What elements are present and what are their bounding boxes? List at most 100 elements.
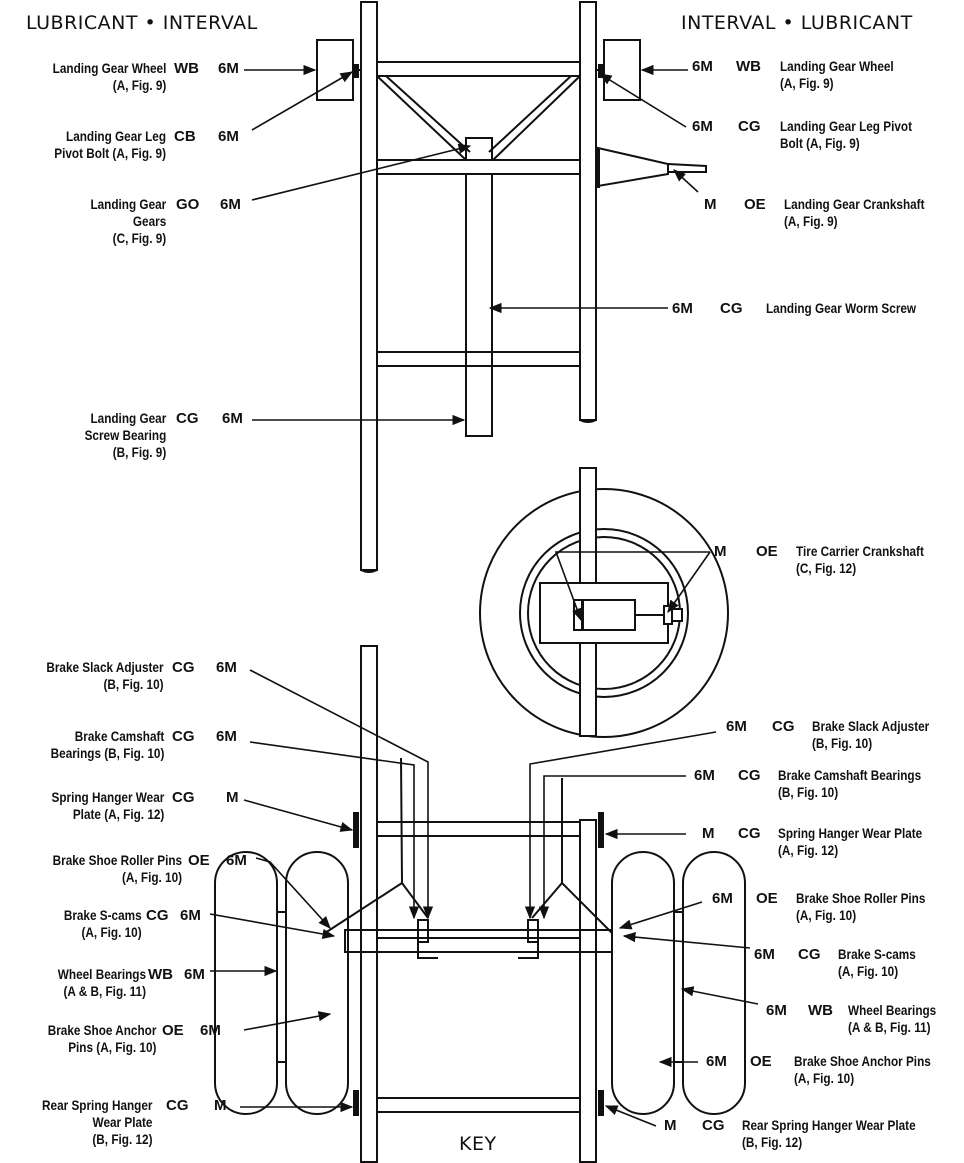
lubricant-code: CG (798, 946, 821, 963)
lubricant-code: WB (736, 58, 761, 75)
right-callout-brake-slack-adjuster: Brake Slack Adjuster (B, Fig. 10) (812, 718, 929, 752)
left-landing-gear-wheel (316, 39, 354, 101)
leader-left-anchor-pins (243, 1011, 332, 1031)
interval-code: 6M (706, 1053, 727, 1070)
right-callout-spring-hanger-wear-plate: Spring Hanger Wear Plate (A, Fig. 12) (778, 825, 922, 859)
callout-part-name: Screw Bearing (84, 427, 166, 443)
crankshaft-block (582, 599, 636, 631)
leader-left-slack-adjuster (249, 669, 434, 920)
lubricant-code: CG (172, 789, 195, 806)
callout-reference: (C, Fig. 9) (112, 230, 166, 246)
lower-left-frame-rail (360, 645, 378, 1163)
leader-right-camshaft-bearings (538, 775, 686, 920)
interval-code: 6M (766, 1002, 787, 1019)
left-callout-brake-shoe-roller-pins: Brake Shoe Roller Pins (A, Fig. 10) (53, 852, 182, 886)
callout-part-name: Landing Gear (90, 410, 166, 426)
right-column-header: INTERVAL • LUBRICANT (681, 12, 913, 34)
callout-part-name: Bolt (A, Fig. 9) (780, 135, 860, 151)
lubricant-code: CG (772, 718, 795, 735)
lubricant-code: OE (162, 1022, 184, 1039)
left-callout-brake-camshaft-bearings: Brake Camshaft Bearings (B, Fig. 10) (50, 728, 164, 762)
interval-code: 6M (712, 890, 733, 907)
callout-part-name: Brake Shoe Anchor (47, 1022, 156, 1038)
interval-code: 6M (216, 728, 237, 745)
callout-part-name: Brake Shoe Roller Pins (52, 852, 182, 868)
left-outer-wheel (214, 851, 278, 1115)
interval-code: 6M (692, 58, 713, 75)
right-callout-tire-carrier-crankshaft: Tire Carrier Crankshaft (C, Fig. 12) (796, 543, 924, 577)
lubricant-code: OE (188, 852, 210, 869)
callout-reference: (B, Fig. 12) (91, 1131, 152, 1147)
callout-reference: (B, Fig. 10) (778, 784, 839, 800)
lubricant-code: CG (720, 300, 743, 317)
rear-axle (344, 929, 613, 953)
callout-reference: (A, Fig. 9) (112, 77, 166, 93)
callout-part-name: Brake Shoe Anchor Pins (794, 1053, 931, 1069)
leader-right-tire-carrier-b (667, 551, 711, 614)
callout-part-name: Wheel Bearings (57, 966, 146, 982)
leader-right-leg-pivot-bolt (598, 73, 687, 128)
left-leader-lines (209, 64, 472, 1113)
right-callout-worm-screw: Landing Gear Worm Screw (766, 300, 916, 317)
callout-reference: (A, Fig. 10) (121, 869, 182, 885)
callout-part-name: Landing Gear Leg (66, 128, 166, 144)
interval-code: 6M (694, 767, 715, 784)
lubricant-code: CG (166, 1097, 189, 1114)
lower-cross-member (376, 351, 581, 367)
callout-reference: Pins (A, Fig. 10) (67, 1039, 156, 1055)
callout-reference: (B, Fig. 10) (812, 735, 873, 751)
interval-code: 6M (692, 118, 713, 135)
interval-code: 6M (218, 128, 239, 145)
left-callout-rear-spring-hanger: Rear Spring Hanger Wear Plate (B, Fig. 1… (42, 1097, 152, 1148)
lubricant-code: WB (148, 966, 173, 983)
interval-code: 6M (226, 852, 247, 869)
leader-left-camshaft-bearings (249, 741, 420, 920)
callout-part-name: Wear Plate (92, 1114, 152, 1130)
callout-part-name: Landing Gear Wheel (52, 60, 166, 76)
lower-frame (214, 645, 746, 1163)
left-callout-brake-s-cams: Brake S-cams (A, Fig. 10) (64, 907, 142, 941)
right-callout-wheel-bearings: Wheel Bearings (A & B, Fig. 11) (848, 1002, 936, 1036)
interval-code: 6M (220, 196, 241, 213)
callout-reference: (C, Fig. 12) (796, 560, 857, 576)
callout-part-name: Brake Slack Adjuster (46, 659, 164, 675)
right-callout-landing-gear-crankshaft: Landing Gear Crankshaft (A, Fig. 9) (784, 196, 925, 230)
callout-reference: (B, Fig. 10) (103, 676, 164, 692)
right-callout-brake-shoe-anchor-pins: Brake Shoe Anchor Pins (A, Fig. 10) (794, 1053, 931, 1087)
leader-left-s-cams (209, 913, 336, 940)
callout-reference: (A & B, Fig. 11) (848, 1019, 931, 1035)
interval-code: M (704, 196, 717, 213)
callout-reference: (A, Fig. 10) (796, 907, 857, 923)
callout-part-name: Landing Gear Wheel (780, 58, 894, 74)
interval-code: 6M (180, 907, 201, 924)
leader-right-wheel-bearings (680, 986, 759, 1005)
crank-handle (667, 163, 707, 173)
gear-box (465, 137, 493, 161)
lubricant-code: CG (702, 1117, 725, 1134)
key-label: KEY (459, 1133, 497, 1155)
lubricant-code: CG (172, 659, 195, 676)
callout-reference: (A, Fig. 10) (794, 1070, 855, 1086)
upper-right-frame-rail (579, 1, 597, 421)
callout-part-name: Brake Shoe Roller Pins (796, 890, 926, 906)
lubricant-code: WB (808, 1002, 833, 1019)
callout-reference: (A, Fig. 9) (784, 213, 838, 229)
left-callout-screw-bearing: Landing Gear Screw Bearing (B, Fig. 9) (84, 410, 166, 461)
callout-part-name: Gears (132, 213, 166, 229)
callout-reference: (A, Fig. 9) (780, 75, 834, 91)
spare-tire-rim (519, 528, 689, 698)
right-leader-lines (488, 64, 759, 1127)
callout-part-name: Spring Hanger Wear (51, 789, 164, 805)
callout-reference: (A, Fig. 12) (778, 842, 839, 858)
leader-left-roller-pins (255, 857, 331, 929)
left-callout-brake-shoe-anchor-pins: Brake Shoe Anchor Pins (A, Fig. 10) (47, 1022, 156, 1056)
lubricant-code: OE (750, 1053, 772, 1070)
upper-frame (316, 1, 707, 573)
lubricant-code: CB (174, 128, 196, 145)
interval-code: 6M (726, 718, 747, 735)
lubricant-code: OE (744, 196, 766, 213)
leader-left-gears (251, 143, 472, 201)
lubricant-code: CG (146, 907, 169, 924)
